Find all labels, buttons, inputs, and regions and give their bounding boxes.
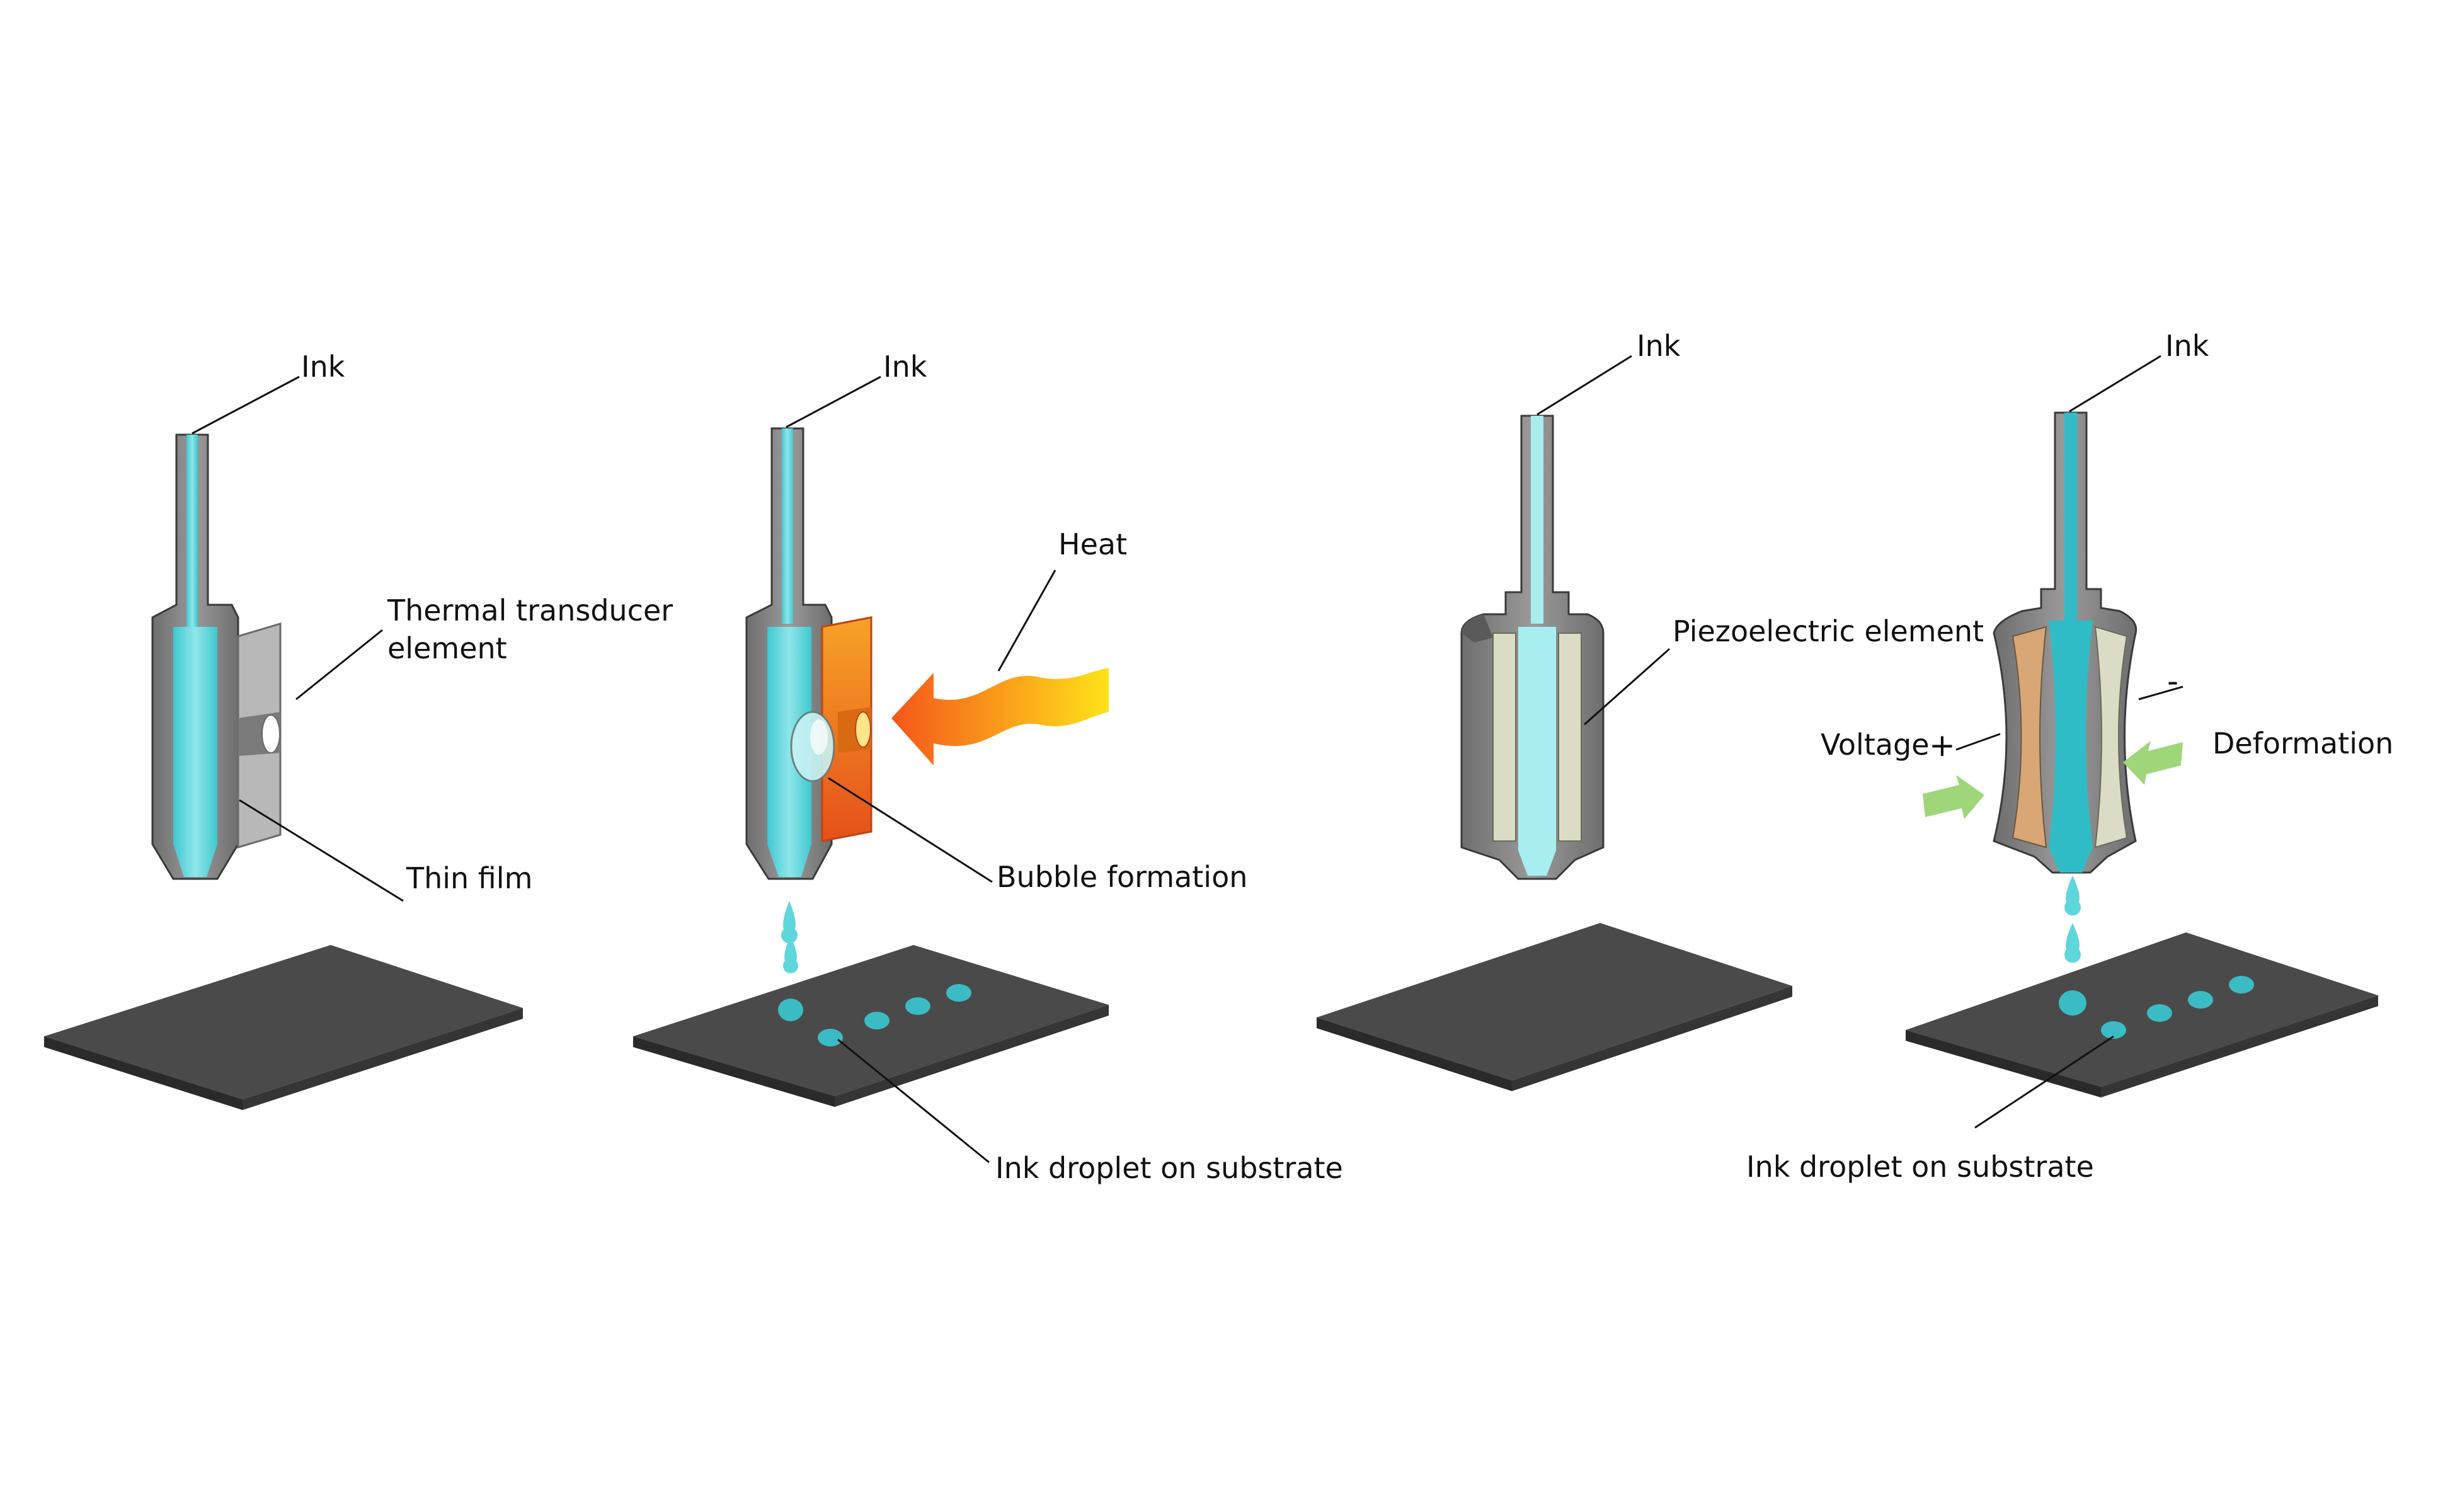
droplet [2147,1004,2172,1022]
panel-thermal-firing: Ink Heat Bubble formation Ink droplet on… [633,350,1343,1185]
piezo-nozzle [1460,415,1605,880]
thermal-nozzle-firing [745,427,833,880]
ink-channel [186,435,198,630]
label-ink-droplet: Ink droplet on substrate [995,1151,1343,1185]
panel-piezo-firing: Ink Voltage + - Deformation Ink droplet … [1746,329,2393,1184]
label-ink: Ink [883,350,927,384]
thermal-nozzle [151,433,239,880]
substrate [1317,923,1792,1091]
substrate [44,945,523,1110]
ink-chamber [767,627,811,877]
label-thermal-transducer-line2: element [387,631,507,665]
ink-channel [2064,413,2077,621]
label-voltage: Voltage [1821,728,1930,762]
droplet [864,1012,890,1029]
label-bubble-formation: Bubble formation [997,860,1247,894]
droplet [905,997,930,1015]
label-voltage-plus: + [1929,727,1955,764]
label-voltage-minus: - [2167,663,2178,699]
substrate-droplets [778,984,971,1046]
droplet [2188,991,2213,1009]
panel-piezo-idle: Ink Piezoelectric element [1317,329,1984,1091]
droplet [2059,990,2086,1016]
label-ink: Ink [2165,329,2209,363]
ink-chamber [173,627,217,877]
falling-droplets [781,901,799,973]
panel-thermal-idle: Ink Thermal transducer element Thin film [44,350,673,1110]
droplet [778,999,803,1021]
label-heat: Heat [1058,527,1127,561]
droplet [818,1029,843,1046]
bubble [790,711,835,782]
substrate [1906,932,2378,1097]
ink-channel [1531,416,1543,624]
label-ink: Ink [301,350,345,384]
heat-arrow [891,668,1109,765]
deformation-arrow-left [1923,775,1984,819]
piezoelectric-element [1492,633,1582,842]
ink-channel [782,428,793,624]
label-deformation: Deformation [2212,726,2393,760]
deformation-arrow-right [2123,741,2183,785]
label-ink: Ink [1637,329,1681,363]
droplet [2101,1021,2126,1039]
ink-chamber [2049,621,2093,873]
thermal-transducer-element [237,622,282,849]
label-thermal-transducer: Thermal transducer [387,593,673,627]
ink-chamber [1518,627,1556,876]
substrate-droplets [2059,976,2254,1039]
label-ink-droplet: Ink droplet on substrate [1746,1150,2094,1184]
label-piezoelectric-element: Piezoelectric element [1673,614,1984,648]
droplet [946,984,971,1002]
droplet [2229,976,2254,994]
piezo-element-deformed [2011,626,2128,849]
falling-droplets [2064,876,2081,963]
label-thin-film: Thin film [406,861,532,895]
